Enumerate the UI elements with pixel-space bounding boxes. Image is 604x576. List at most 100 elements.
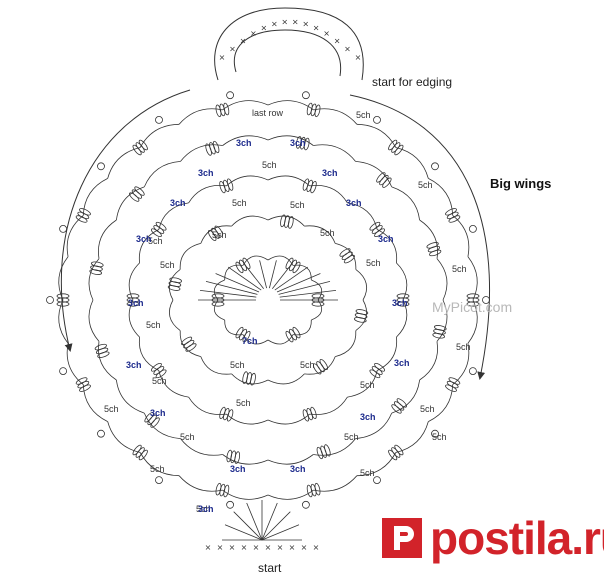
center-fan-stitch: [205, 281, 258, 295]
cluster-petal: [427, 245, 441, 253]
cluster-petal: [391, 447, 401, 458]
cluster-petal: [90, 261, 104, 268]
cluster-petal: [129, 192, 140, 202]
cluster-petal: [382, 177, 392, 188]
chain-arc: [128, 299, 140, 338]
cluster-petal: [219, 180, 226, 194]
start-fan-stitch: [246, 502, 263, 541]
pattern-stitches: ××××××××××××××××××××××××: [46, 17, 490, 552]
chain-arc: [267, 215, 305, 227]
chain-arc: [138, 337, 159, 371]
center-fan-stitch: [279, 290, 337, 298]
chain-arc: [82, 178, 108, 216]
cluster-petal: [134, 186, 145, 196]
cluster-petal: [287, 216, 294, 229]
cluster-petal: [316, 446, 324, 460]
chain-arc: [222, 454, 269, 465]
cluster-petal: [132, 144, 142, 156]
center-fan-stitch: [278, 281, 331, 295]
center-fan-stitch: [259, 260, 267, 289]
loop-stitch-mark: ×: [271, 19, 278, 28]
chain-arc: [452, 215, 470, 257]
chain-arc: [396, 299, 408, 338]
chain-count-label: 3ch: [126, 360, 142, 370]
edging-picot: [468, 224, 477, 233]
chain-arc: [179, 243, 201, 270]
center-fan-stitch: [269, 260, 277, 289]
start-fan-stitch: [261, 502, 278, 541]
chain-arc: [222, 135, 269, 146]
base-stitch-mark: ×: [253, 543, 260, 552]
cluster-petal: [234, 451, 241, 464]
cluster-petal: [388, 139, 398, 151]
edging-picot: [226, 91, 235, 100]
center-fan-stitch: [242, 262, 265, 290]
cluster-petal: [446, 211, 459, 220]
cluster-petal: [223, 102, 230, 116]
edging-picot: [431, 429, 439, 438]
cluster-petal: [314, 482, 321, 496]
chain-arc: [377, 337, 398, 371]
cluster-petal: [242, 371, 249, 384]
cluster-petal: [235, 261, 244, 274]
cluster-petal: [132, 444, 142, 456]
cluster-petal: [77, 211, 90, 220]
edging-picot: [46, 296, 54, 304]
center-fan-stitch: [271, 262, 294, 290]
cluster-petal: [150, 362, 162, 372]
chain-arc: [231, 373, 269, 385]
chain-arc: [395, 421, 429, 453]
chain-arc: [242, 255, 269, 266]
start-fan-stitch: [224, 524, 263, 541]
cluster-petal: [353, 316, 367, 323]
cluster-petal: [445, 384, 457, 392]
chain-arc: [222, 100, 269, 111]
cluster-petal: [285, 257, 294, 270]
chain-arc: [128, 262, 140, 301]
chain-arc: [168, 269, 181, 301]
loop-stitch-mark: ×: [355, 53, 362, 62]
cluster-petal: [205, 143, 212, 156]
chain-count-label: 5ch: [232, 198, 247, 208]
chain-arc: [231, 215, 269, 227]
start-for-edging-label: start for edging: [372, 75, 452, 89]
center-fan-stitch: [215, 273, 260, 293]
cluster-petal: [292, 326, 301, 339]
chain-count-label: 3ch: [236, 138, 252, 148]
cluster-petal: [310, 406, 317, 420]
chain-count-label: 5ch: [344, 432, 359, 442]
chain-arc: [419, 341, 438, 381]
chain-arc: [188, 396, 227, 415]
chain-count-label: 5ch: [456, 342, 471, 352]
chain-arc: [98, 219, 117, 259]
chain-arc: [179, 330, 201, 357]
cluster-petal: [314, 104, 321, 118]
chain-count-label: 3ch: [360, 412, 376, 422]
chain-count-label: 5ch: [152, 376, 167, 386]
chain-arc: [222, 489, 269, 500]
base-stitch-mark: ×: [241, 543, 248, 552]
cluster-petal: [181, 336, 193, 346]
cluster-petal: [396, 398, 407, 408]
cluster-petal: [466, 293, 480, 299]
cluster-petal: [215, 104, 222, 118]
chain-arc: [267, 100, 314, 111]
chain-count-label: 3ch: [150, 408, 166, 418]
cluster-petal: [150, 228, 162, 238]
chain-count-label: 3ch: [392, 298, 408, 308]
chain-arc: [335, 243, 357, 270]
edging-picot: [226, 500, 235, 509]
chain-count-label: 5ch: [418, 180, 433, 190]
cluster-petal: [302, 178, 310, 191]
chain-count-label: 5ch: [160, 260, 175, 270]
cluster-petal: [303, 137, 310, 151]
edging-picot: [155, 116, 163, 124]
loop-stitch-mark: ×: [302, 19, 309, 28]
chain-arc: [467, 256, 478, 301]
cluster-petal: [388, 449, 398, 461]
cluster-petal: [374, 228, 386, 238]
base-stitch-mark: ×: [229, 543, 236, 552]
cluster-petal: [211, 301, 225, 307]
chain-arc: [267, 175, 310, 187]
cluster-petal: [445, 208, 457, 216]
